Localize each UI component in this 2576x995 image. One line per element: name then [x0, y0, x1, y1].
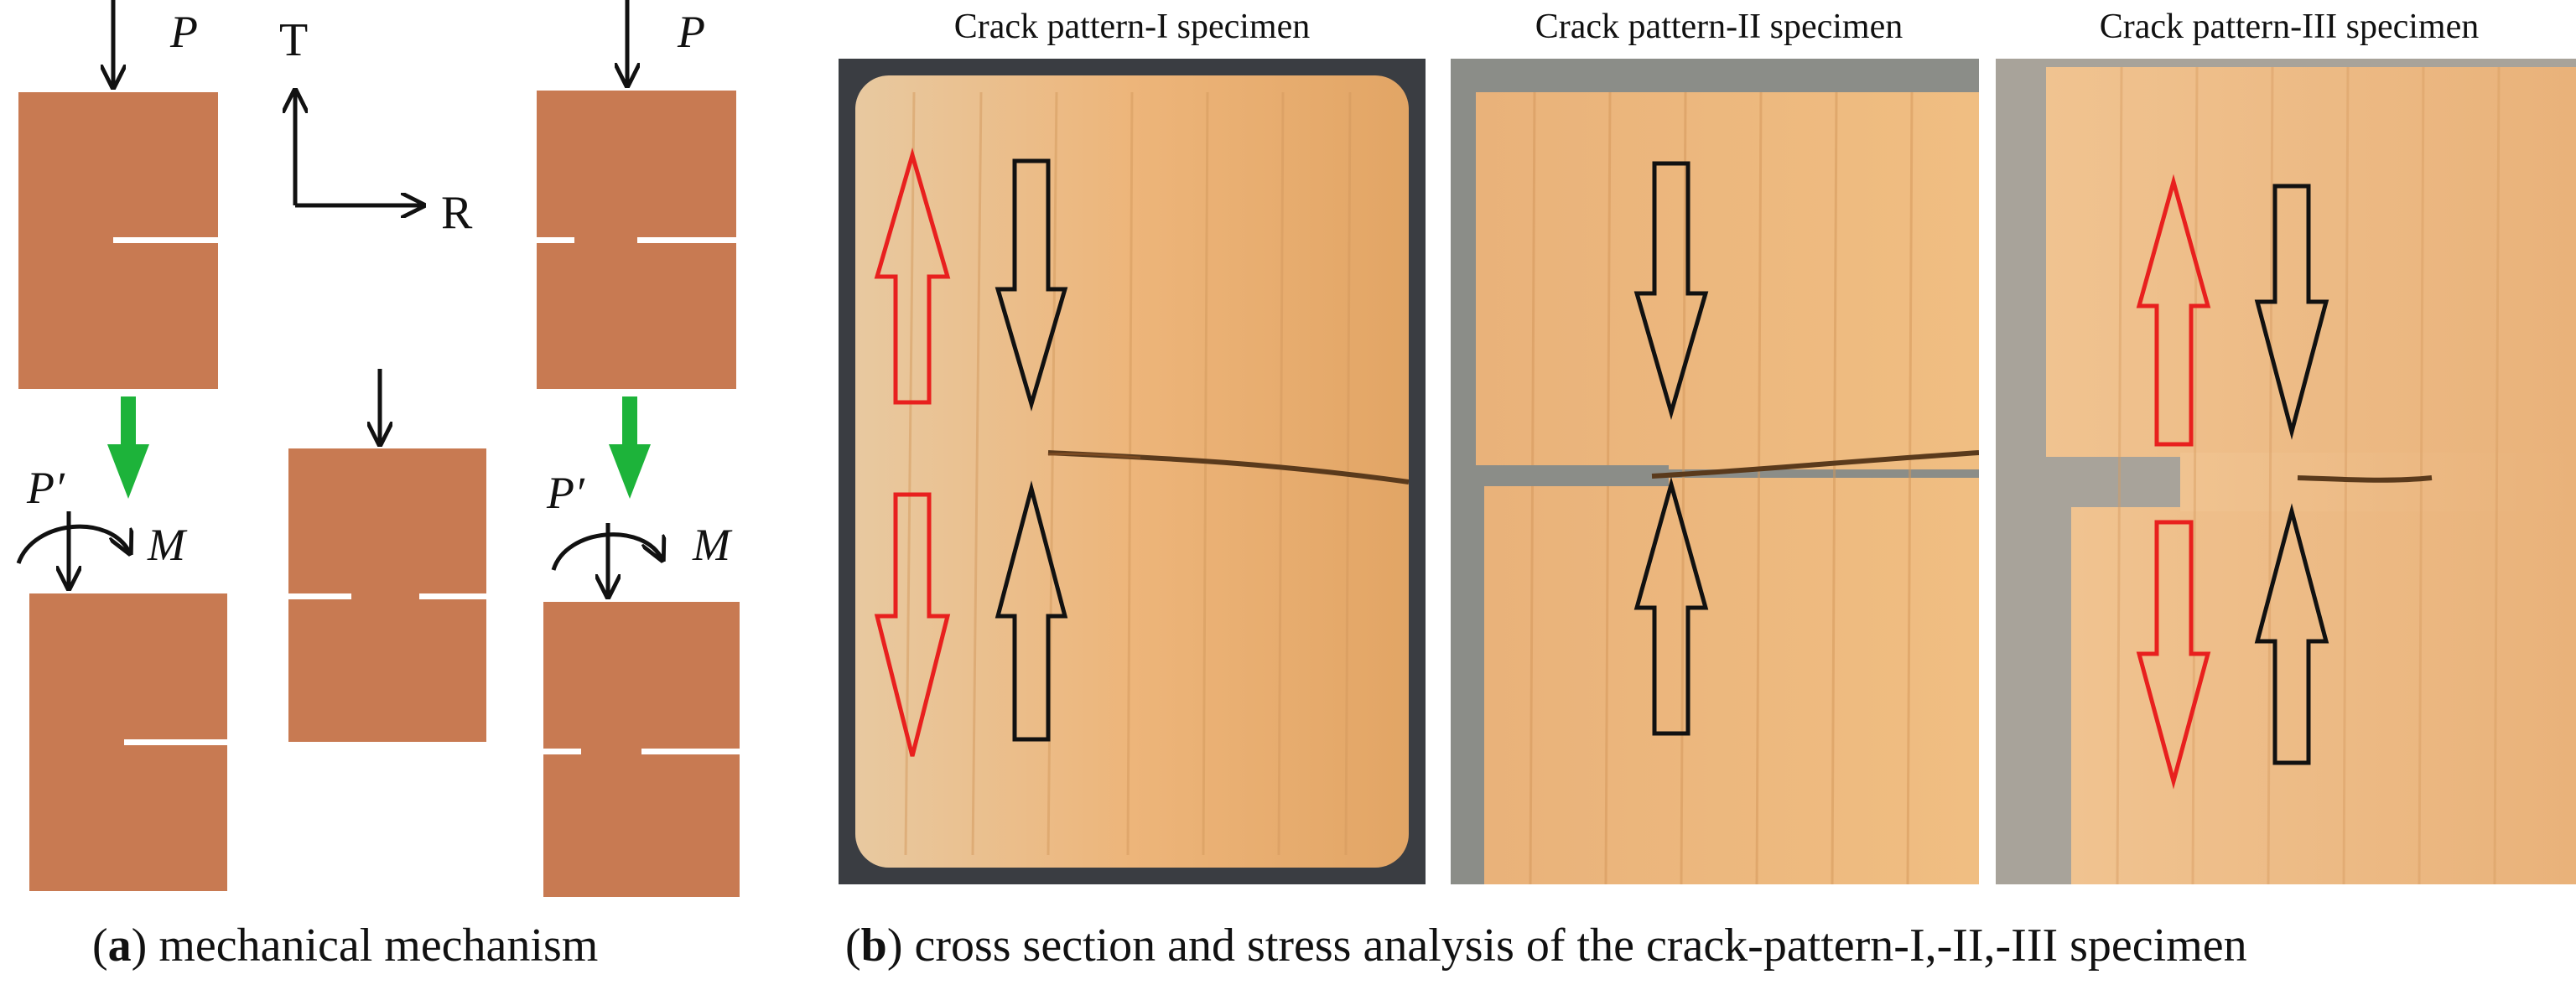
moment-arrow-right [551, 523, 662, 597]
caption-panel-b: (b) cross section and stress analysis of… [845, 920, 2247, 972]
caption-a-letter: a [107, 920, 132, 972]
compression-arrows-pattern-ii [1633, 161, 1709, 736]
load-label-top-right: P [677, 7, 705, 57]
caption-b-text: cross section and stress analysis of the… [914, 920, 2247, 972]
specimen-crack-pattern-i-top [18, 92, 218, 389]
transition-arrow-left [107, 396, 149, 499]
specimen-crack-pattern-i-bottom [29, 593, 227, 891]
axis-r-label: R [441, 187, 473, 239]
photo-crack-pattern-ii [1451, 59, 1979, 884]
photo-crack-pattern-i [839, 59, 1426, 884]
mechanism-diagram: P T R P P′ M [16, 0, 740, 897]
moment-arrow-left [16, 511, 130, 588]
tension-arrows-pattern-i [874, 148, 1068, 757]
photo-title-pattern-i: Crack pattern-I specimen [953, 8, 1311, 46]
axis-t-label: T [279, 14, 308, 66]
specimen-crack-pattern-iii-top [537, 91, 736, 389]
photo-crack-pattern-iii [1996, 59, 2576, 884]
caption-b-letter: b [860, 920, 887, 972]
caption-panel-a: (a) mechanical mechanism [92, 920, 599, 972]
moment-label-left: M [147, 520, 188, 570]
photo-title-pattern-iii: Crack pattern-III specimen [2099, 8, 2480, 46]
stress-arrows-pattern-iii [2136, 174, 2329, 790]
orientation-axes [295, 91, 423, 205]
load-label-top-left: P [169, 7, 198, 57]
transition-arrow-right [609, 396, 651, 499]
reduced-load-label-left: P′ [26, 463, 65, 513]
caption-a-text: mechanical mechanism [158, 920, 599, 972]
reduced-load-label-right: P′ [546, 468, 585, 518]
specimen-ligament-middle [288, 448, 486, 742]
specimen-crack-pattern-iii-bottom [543, 602, 740, 897]
moment-label-right: M [692, 520, 733, 570]
photo-title-pattern-ii: Crack pattern-II specimen [1535, 8, 1903, 46]
